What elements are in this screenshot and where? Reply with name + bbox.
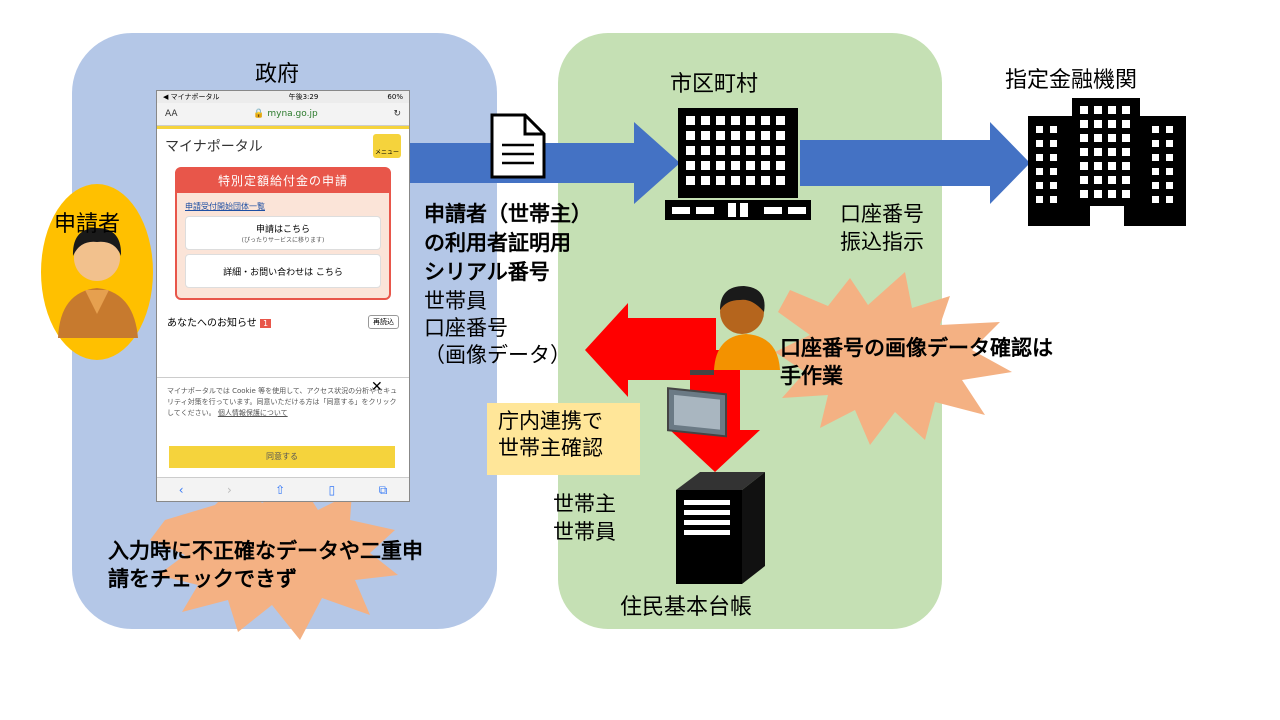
check-line-2: 請をチェックできず bbox=[108, 567, 297, 591]
benefit-application-card: 特別定額給付金の申請 申請受付開始団体一覧 申請はこちら (ぴったりサービスに移… bbox=[175, 167, 391, 300]
cookie-text: マイナポータルでは Cookie 等を使用して、アクセス状況の分析やセキュリティ… bbox=[167, 387, 398, 417]
internal-line-2: 世帯主確認 bbox=[498, 436, 603, 460]
tabs-icon: ⧉ bbox=[378, 482, 388, 497]
cookie-link: 個人情報保護について bbox=[217, 409, 288, 417]
portal-brand: マイナポータル bbox=[165, 139, 263, 155]
manual-line-2: 手作業 bbox=[780, 364, 843, 388]
serial-line-3: シリアル番号 bbox=[424, 260, 550, 284]
warning-burst-left bbox=[150, 480, 398, 640]
apply-button-sub: (ぴったりサービスに移ります) bbox=[241, 237, 325, 244]
government-label: 政府 bbox=[255, 62, 300, 87]
serial-line-2: の利用者証明用 bbox=[424, 231, 571, 255]
registry-label: 住民基本台帳 bbox=[620, 595, 753, 620]
member-line-3: （画像データ） bbox=[424, 343, 571, 367]
member-account-text: 世帯員 口座番号 （画像データ） bbox=[424, 288, 571, 369]
server-icon bbox=[676, 472, 765, 584]
municipality-label: 市区町村 bbox=[670, 72, 759, 97]
account-line-1: 口座番号 bbox=[840, 202, 924, 226]
applicant-label: 申請者 bbox=[54, 212, 121, 237]
bank-label: 指定金融機関 bbox=[1005, 68, 1138, 93]
serial-line-1: 申請者（世帯主） bbox=[424, 202, 592, 226]
member-line-1: 世帯員 bbox=[424, 289, 487, 313]
input-check-note: 入力時に不正確なデータや二重申 請をチェックできず bbox=[108, 537, 423, 593]
apply-button: 申請はこちら (ぴったりサービスに移ります) bbox=[185, 216, 381, 250]
blue-arrow-to-bank bbox=[800, 122, 1030, 204]
red-arrow-to-government bbox=[585, 303, 716, 397]
phone-status-bar: ◀ マイナポータル 午後3:29 60% bbox=[157, 91, 409, 103]
status-battery: 60% bbox=[387, 93, 403, 101]
phone-url-bar: AA 🔒 myna.go.jp ↻ bbox=[157, 103, 409, 126]
account-line-2: 振込指示 bbox=[840, 230, 924, 254]
internal-line-1: 庁内連携で bbox=[498, 409, 603, 433]
forward-icon: › bbox=[226, 483, 232, 497]
myna-portal-phone-screenshot: ◀ マイナポータル 午後3:29 60% AA 🔒 myna.go.jp ↻ マ… bbox=[156, 90, 410, 502]
agree-button: 同意する bbox=[169, 446, 395, 468]
household-text: 世帯主 世帯員 bbox=[553, 490, 616, 546]
menu-button: メニュー bbox=[373, 134, 401, 158]
status-time: 午後3:29 bbox=[288, 93, 319, 101]
manual-check-note: 口座番号の画像データ確認は 手作業 bbox=[780, 334, 1053, 390]
internal-link-box: 庁内連携で 世帯主確認 bbox=[487, 403, 640, 475]
url-text: 🔒 myna.go.jp bbox=[253, 109, 318, 119]
back-icon: ‹ bbox=[178, 483, 184, 497]
applicant-person-icon bbox=[41, 184, 153, 360]
account-transfer-text: 口座番号 振込指示 bbox=[840, 200, 924, 256]
notice-badge: 1 bbox=[260, 319, 272, 328]
apply-button-label: 申請はこちら bbox=[255, 225, 310, 235]
check-line-1: 入力時に不正確なデータや二重申 bbox=[108, 539, 423, 563]
reload-icon: ↻ bbox=[393, 109, 401, 119]
portal-header: マイナポータル メニュー bbox=[157, 126, 409, 163]
city-hall-building-icon bbox=[665, 108, 811, 220]
household-line-1: 世帯主 bbox=[553, 492, 616, 516]
close-icon: ✕ bbox=[371, 379, 383, 395]
detail-button: 詳細・お問い合わせは こちら bbox=[185, 254, 381, 288]
notice-row: あなたへのお知らせ 1 再読込 bbox=[157, 304, 409, 333]
member-line-2: 口座番号 bbox=[424, 316, 508, 340]
applicant-serial-text: 申請者（世帯主） の利用者証明用 シリアル番号 bbox=[424, 200, 592, 287]
card-title: 特別定額給付金の申請 bbox=[177, 169, 389, 193]
bank-building-icon bbox=[1028, 98, 1186, 226]
notice-label: あなたへのお知らせ bbox=[167, 318, 257, 329]
status-carrier: ◀ マイナポータル bbox=[163, 93, 220, 101]
warning-burst-right bbox=[775, 272, 1012, 445]
share-icon: ⇧ bbox=[275, 483, 286, 497]
reload-button: 再読込 bbox=[368, 314, 399, 329]
manual-line-1: 口座番号の画像データ確認は bbox=[780, 336, 1053, 360]
card-link: 申請受付開始団体一覧 bbox=[185, 202, 265, 211]
clerk-computer-icon bbox=[667, 286, 780, 438]
household-line-2: 世帯員 bbox=[553, 520, 616, 544]
browser-nav-bar: ‹ › ⇧ ▯ ⧉ bbox=[157, 477, 409, 501]
document-icon bbox=[490, 113, 546, 179]
text-size-button: AA bbox=[165, 109, 178, 119]
bookmarks-icon: ▯ bbox=[328, 483, 336, 497]
